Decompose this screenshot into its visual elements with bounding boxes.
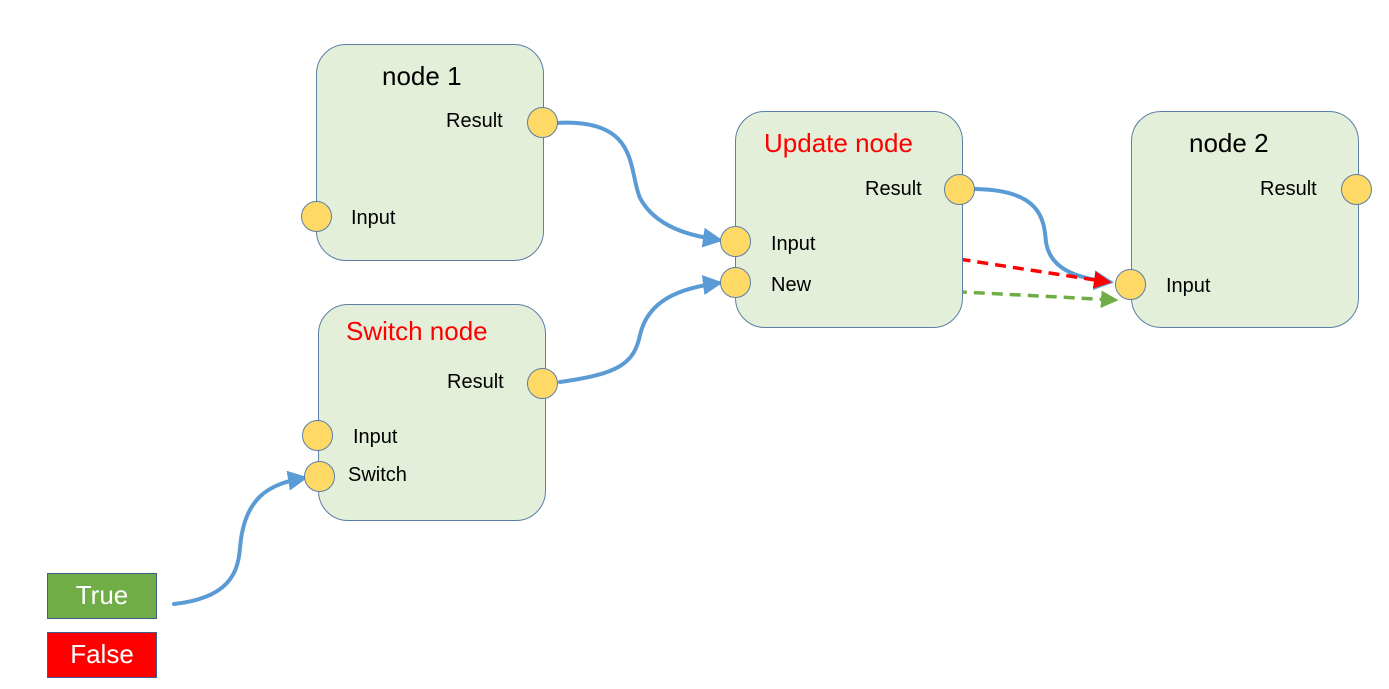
switch-node[interactable]: Switch node: [318, 304, 546, 521]
update-node-new-port[interactable]: [720, 267, 751, 298]
update-node-new-label: New: [771, 274, 812, 296]
switch-node-input-label: Input: [353, 426, 398, 448]
node-2-input-port[interactable]: [1115, 269, 1146, 300]
node-1-result-port[interactable]: [527, 107, 558, 138]
dashed-wire-update-new-to-node2-input[interactable]: [829, 283, 1119, 309]
switch-node-input-port[interactable]: [302, 420, 333, 451]
node-2-result-label: Result: [1260, 178, 1317, 200]
switch-node-result-port[interactable]: [527, 368, 558, 399]
update-node-input-port[interactable]: [720, 226, 751, 257]
wire-node1-result-to-update-input[interactable]: [554, 120, 723, 248]
true-value-box[interactable]: True: [47, 573, 157, 619]
node-1-input-port[interactable]: [301, 201, 332, 232]
node-2-title: node 2: [1189, 128, 1269, 158]
switch-node-switch-port[interactable]: [304, 461, 335, 492]
node-2-result-port[interactable]: [1341, 174, 1372, 205]
false-value-box[interactable]: False: [47, 632, 157, 678]
wire-update-result-to-node2-input[interactable]: [973, 187, 1114, 291]
node-2-input-label: Input: [1166, 275, 1211, 297]
update-node-title: Update node: [764, 128, 913, 158]
update-node-input-label: Input: [771, 233, 816, 255]
node-1-title: node 1: [382, 61, 462, 91]
wire-true-to-switch[interactable]: [172, 470, 308, 606]
update-node[interactable]: Update node: [735, 111, 963, 328]
switch-node-title: Switch node: [346, 316, 488, 346]
wire-switch-result-to-update-new[interactable]: [558, 275, 723, 384]
node-1[interactable]: node 1: [316, 44, 544, 261]
node-1-input-label: Input: [351, 207, 396, 229]
node-1-result-label: Result: [446, 110, 503, 132]
switch-node-result-label: Result: [447, 371, 504, 393]
switch-node-switch-label: Switch: [348, 464, 407, 486]
node-2[interactable]: node 2: [1131, 111, 1359, 328]
update-node-result-label: Result: [865, 178, 922, 200]
update-node-result-port[interactable]: [944, 174, 975, 205]
